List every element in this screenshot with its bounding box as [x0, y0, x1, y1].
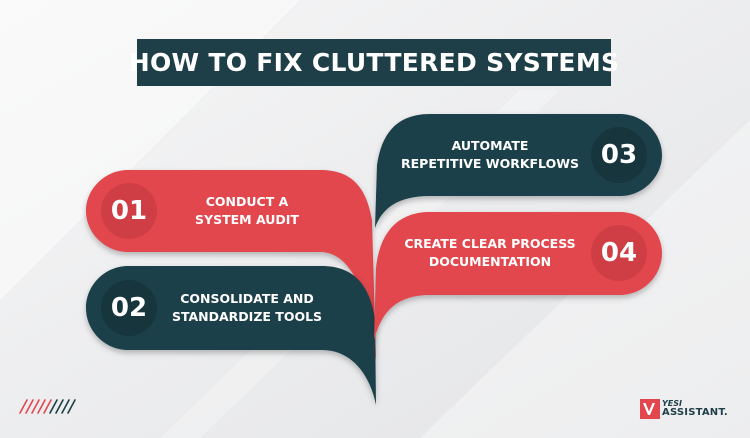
step-label-02: CONSOLIDATE AND STANDARDIZE TOOLS	[166, 290, 328, 326]
step-circle-02	[101, 280, 157, 336]
step-label-01-line2: SYSTEM AUDIT	[195, 212, 299, 227]
step-circle-01	[101, 183, 157, 239]
step-label-03-line2: REPETITIVE WORKFLOWS	[401, 156, 579, 171]
step-label-03-line1: AUTOMATE	[451, 138, 529, 153]
step-label-02-line2: STANDARDIZE TOOLS	[171, 309, 323, 324]
step-number-02: 02	[110, 293, 148, 323]
step-label-03: AUTOMATE REPETITIVE WORKFLOWS	[395, 137, 585, 173]
step-number-01: 01	[110, 196, 148, 226]
step-bubble-04	[374, 212, 662, 340]
step-label-04-line2: DOCUMENTATION	[428, 254, 552, 269]
step-circle-04	[591, 225, 647, 281]
step-bubble-01	[86, 170, 376, 360]
step-label-04: CREATE CLEAR PROCESS DOCUMENTATION	[395, 235, 585, 271]
step-circle-03	[591, 127, 647, 183]
step-number-03: 03	[600, 140, 638, 170]
step-bubble-03	[375, 114, 662, 228]
step-number-04: 04	[600, 238, 638, 268]
step-label-01-line1: CONDUCT A	[205, 194, 289, 209]
step-label-01: CONDUCT A SYSTEM AUDIT	[172, 193, 322, 229]
brand-name-top: YESI	[662, 399, 682, 408]
decorative-stripes	[19, 399, 52, 414]
brand-mark-icon	[640, 399, 660, 419]
page-title: HOW TO FIX CLUTTERED SYSTEMS	[129, 39, 619, 86]
step-bubble-02	[86, 266, 376, 405]
brand-logo: YESI ASSISTANT.	[640, 398, 728, 420]
step-label-02-line1: CONSOLIDATE AND	[180, 291, 314, 306]
brand-name-bottom: ASSISTANT.	[662, 407, 728, 418]
step-label-04-line1: CREATE CLEAR PROCESS	[404, 236, 576, 251]
